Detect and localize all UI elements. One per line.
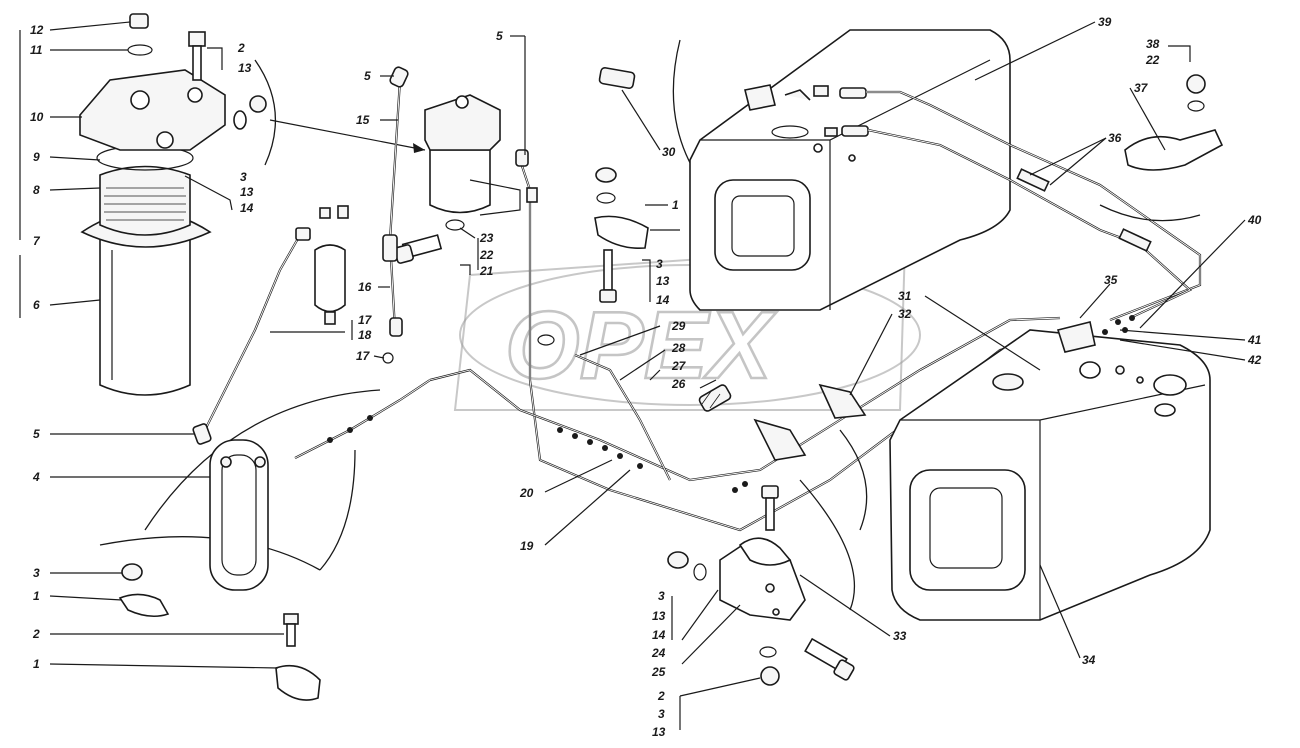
callout-2-left: 2 bbox=[32, 627, 40, 641]
callout-32: 32 bbox=[898, 307, 912, 321]
callout-28: 28 bbox=[671, 341, 686, 355]
fitting-26 bbox=[698, 384, 732, 412]
pipe-clamp-assembly bbox=[594, 167, 649, 303]
callout-4: 4 bbox=[32, 470, 40, 484]
callout-labels: 12 11 10 9 8 7 6 5 4 3 1 2 1 2 13 3 13 1… bbox=[30, 15, 1262, 739]
main-fuel-pipes bbox=[294, 149, 1081, 532]
callout-15: 15 bbox=[356, 113, 370, 127]
callout-34: 34 bbox=[1082, 653, 1096, 667]
callout-9: 9 bbox=[33, 150, 40, 164]
callout-1-center: 1 bbox=[672, 198, 679, 212]
washer bbox=[127, 44, 153, 56]
callout-26: 26 bbox=[671, 377, 686, 391]
callout-22-fine: 22 bbox=[479, 248, 494, 262]
callout-14-filter: 14 bbox=[240, 201, 254, 215]
upper-right-parts bbox=[1124, 45, 1224, 171]
leader-lines bbox=[49, 21, 1246, 730]
callout-19: 19 bbox=[520, 539, 534, 553]
left-fuel-line bbox=[192, 205, 349, 445]
callout-1-left-a: 1 bbox=[33, 589, 40, 603]
callout-17-bowl: 17 bbox=[358, 313, 373, 327]
callout-23: 23 bbox=[479, 231, 494, 245]
callout-1-left-b: 1 bbox=[33, 657, 40, 671]
callout-37: 37 bbox=[1134, 81, 1149, 95]
callout-38: 38 bbox=[1146, 37, 1160, 51]
callout-13-center: 13 bbox=[656, 274, 670, 288]
mounting-bracket bbox=[1124, 129, 1224, 171]
fine-filter bbox=[394, 94, 521, 270]
clamp-strap bbox=[99, 389, 381, 591]
callout-8: 8 bbox=[33, 183, 40, 197]
callout-11: 11 bbox=[30, 43, 43, 57]
callout-2-bottom: 2 bbox=[657, 689, 665, 703]
bolt-head bbox=[188, 31, 206, 47]
callout-13-bottom: 13 bbox=[652, 609, 666, 623]
callout-27: 27 bbox=[671, 359, 687, 373]
callout-35: 35 bbox=[1104, 273, 1118, 287]
callout-33: 33 bbox=[893, 629, 907, 643]
bottom-left-fasteners bbox=[118, 563, 321, 701]
callout-5-left: 5 bbox=[33, 427, 40, 441]
clamp-large bbox=[275, 664, 321, 701]
sediment-bowl bbox=[314, 244, 346, 325]
callout-42: 42 bbox=[1247, 353, 1262, 367]
filter-element bbox=[99, 165, 191, 236]
callout-40: 40 bbox=[1247, 213, 1262, 227]
callout-24: 24 bbox=[651, 646, 666, 660]
callout-3-filter: 3 bbox=[240, 170, 247, 184]
plug bbox=[129, 13, 149, 29]
callout-13-filter: 13 bbox=[238, 61, 252, 75]
lower-tank-end-panel bbox=[909, 469, 1026, 591]
callout-10: 10 bbox=[30, 110, 44, 124]
fitting-30 bbox=[598, 67, 636, 89]
upper-tank-end-panel bbox=[714, 179, 811, 271]
callout-3-center: 3 bbox=[656, 257, 663, 271]
callout-29: 29 bbox=[671, 319, 686, 333]
callout-21: 21 bbox=[479, 264, 494, 278]
fine-filter-head bbox=[424, 94, 501, 151]
clamp-strap-body bbox=[209, 439, 269, 591]
upper-fuel-tank bbox=[672, 29, 1202, 322]
callout-14-bottom: 14 bbox=[652, 628, 666, 642]
pointer-arrow bbox=[269, 119, 426, 151]
callout-30: 30 bbox=[662, 145, 676, 159]
callout-22-right: 22 bbox=[1145, 53, 1160, 67]
callout-25: 25 bbox=[651, 665, 666, 679]
callout-2-filter: 2 bbox=[237, 41, 245, 55]
callout-3-bottom-b: 3 bbox=[658, 707, 665, 721]
flexible-hose bbox=[382, 66, 409, 364]
callout-12: 12 bbox=[30, 23, 44, 37]
tank-support-bracket bbox=[667, 485, 855, 686]
nut bbox=[121, 563, 143, 581]
callout-5-hose: 5 bbox=[364, 69, 371, 83]
fine-filter-housing bbox=[429, 149, 491, 214]
callout-18: 18 bbox=[358, 328, 372, 342]
callout-3-bottom: 3 bbox=[658, 589, 665, 603]
callout-17-ring: 17 bbox=[356, 349, 371, 363]
callout-7: 7 bbox=[33, 234, 41, 248]
filter-housing bbox=[99, 231, 191, 396]
callout-6: 6 bbox=[33, 298, 40, 312]
clamp-small bbox=[118, 593, 170, 618]
callout-20: 20 bbox=[519, 486, 534, 500]
callout-31: 31 bbox=[898, 289, 912, 303]
callout-39: 39 bbox=[1098, 15, 1112, 29]
callout-5-pipe: 5 bbox=[496, 29, 503, 43]
bolt-shank bbox=[192, 45, 202, 81]
fuel-filter-assembly bbox=[19, 13, 267, 396]
callout-13-filter-b: 13 bbox=[240, 185, 254, 199]
callout-3-left: 3 bbox=[33, 566, 40, 580]
callout-36: 36 bbox=[1108, 131, 1122, 145]
callout-13-bottom-b: 13 bbox=[652, 725, 666, 739]
callout-14-center: 14 bbox=[656, 293, 670, 307]
filter-cover bbox=[79, 69, 226, 151]
lower-fuel-tank bbox=[799, 315, 1211, 621]
callout-16: 16 bbox=[358, 280, 372, 294]
callout-41: 41 bbox=[1247, 333, 1262, 347]
